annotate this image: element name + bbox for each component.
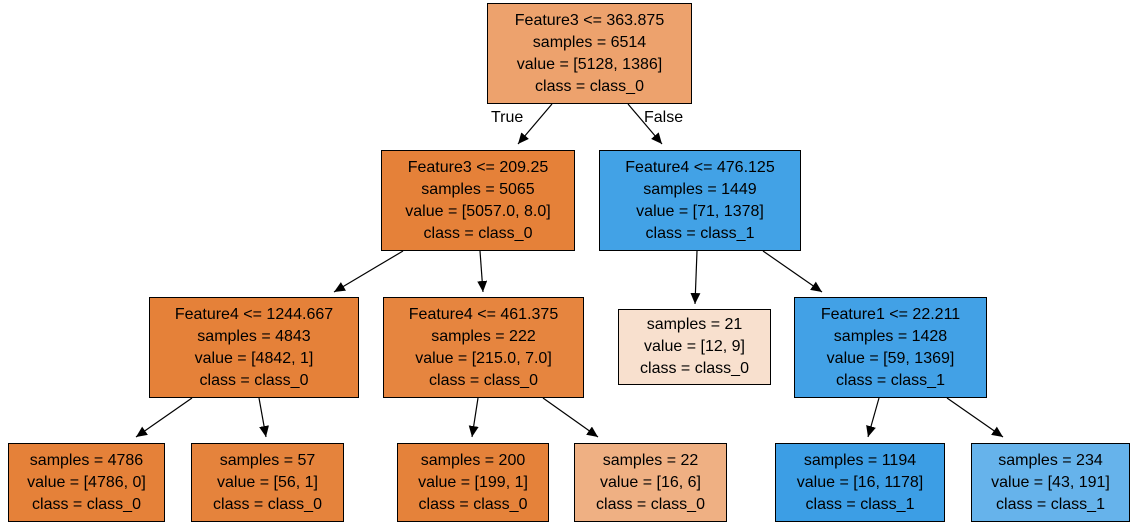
tree-edge-arrow	[690, 250, 701, 305]
node-text-line: class = class_1	[996, 495, 1105, 513]
node-text-line: samples = 1449	[643, 180, 757, 198]
node-text-line: class = class_1	[645, 224, 755, 242]
node-text-line: class = class_0	[535, 77, 644, 95]
node-text-line: class = class_0	[423, 224, 533, 242]
tree-node-feature3-split: Feature3 <= 209.25 samples = 5065 value = …	[381, 150, 575, 251]
tree-edge-arrow	[627, 103, 663, 145]
tree-leaf-node: samples = 21 value = [12, 9] class = class…	[618, 309, 771, 385]
node-text-line: value = [5057.0, 8.0]	[405, 202, 551, 220]
node-text-line: Feature3 <= 363.875	[514, 11, 665, 29]
tree-edge-arrow	[866, 397, 880, 438]
node-text-line: samples = 6514	[532, 33, 647, 51]
tree-leaf-node: samples = 234 value = [43, 191] class = cl…	[971, 443, 1130, 522]
node-text-line: value = [5128, 1386]	[516, 55, 663, 73]
node-text-line: class = class_1	[805, 495, 915, 513]
tree-edge-arrow	[946, 397, 1004, 438]
tree-edge-arrow	[517, 103, 553, 145]
tree-leaf-node: samples = 57 value = [56, 1] class = class…	[191, 443, 344, 522]
node-text-line: class = class_0	[213, 495, 322, 513]
node-text-line: class = class_0	[418, 495, 528, 513]
node-text-line: value = [199, 1]	[418, 473, 528, 491]
node-text-line: Feature4 <= 476.125	[625, 158, 775, 176]
node-text-line: Feature3 <= 209.25	[407, 158, 549, 176]
node-text-line: value = [4842, 1]	[194, 349, 314, 367]
tree-edge-arrow	[135, 397, 193, 438]
node-text-line: Feature1 <= 22.211	[820, 305, 961, 323]
node-text-line: value = [16, 6]	[600, 473, 701, 491]
node-text-line: samples = 4786	[29, 451, 144, 469]
node-text-line: class = class_0	[199, 371, 309, 389]
false-branch-label: False	[644, 109, 684, 126]
node-text-line: samples = 1428	[833, 327, 948, 345]
tree-leaf-node: samples = 22 value = [16, 6] class = class…	[574, 443, 727, 522]
node-text-line: class = class_0	[32, 495, 141, 513]
node-text-line: samples = 234	[998, 451, 1103, 469]
node-text-line: value = [56, 1]	[217, 473, 318, 491]
tree-edge-arrow	[762, 250, 823, 293]
node-text-line: class = class_0	[640, 360, 749, 377]
node-text-line: class = class_0	[596, 495, 705, 513]
tree-node-feature4-split: Feature4 <= 476.125 samples = 1449 value =…	[599, 150, 801, 251]
tree-node-root: Feature3 <= 363.875 samples = 6514 value =…	[487, 3, 692, 104]
tree-edge-arrow	[542, 397, 599, 438]
node-text-line: value = [43, 191]	[991, 473, 1110, 491]
node-text-line: value = [16, 1178]	[796, 473, 924, 491]
node-text-line: samples = 57	[219, 451, 316, 469]
node-text-line: Feature4 <= 1244.667	[174, 305, 334, 323]
node-text-line: Feature4 <= 461.375	[408, 305, 559, 323]
node-text-line: value = [12, 9]	[644, 338, 745, 355]
node-text-line: value = [71, 1378]	[636, 202, 764, 220]
node-text-line: value = [4786, 0]	[27, 473, 146, 491]
tree-node-feature4-split-mid: Feature4 <= 461.375 samples = 222 value = …	[383, 297, 584, 398]
true-branch-label: True	[491, 109, 524, 126]
node-text-line: samples = 4843	[197, 327, 311, 345]
tree-leaf-node: samples = 4786 value = [4786, 0] class = c…	[8, 443, 165, 522]
tree-node-feature1-split: Feature1 <= 22.211 samples = 1428 value = …	[794, 297, 987, 398]
node-text-line: samples = 200	[420, 451, 526, 469]
node-text-line: samples = 21	[646, 316, 743, 333]
tree-edge-arrow	[333, 250, 404, 293]
tree-edge-arrow	[477, 250, 488, 293]
node-text-line: samples = 1194	[803, 451, 917, 469]
tree-edge-arrow	[258, 397, 269, 438]
node-text-line: value = [215.0, 7.0]	[415, 349, 552, 367]
tree-edge-arrow	[468, 397, 479, 438]
tree-leaf-node: samples = 200 value = [199, 1] class = cla…	[397, 443, 549, 522]
node-text-line: class = class_0	[429, 371, 538, 389]
tree-node-feature4-split-left: Feature4 <= 1244.667 samples = 4843 value …	[149, 297, 359, 398]
node-text-line: class = class_1	[836, 371, 945, 389]
node-text-line: samples = 5065	[421, 180, 535, 198]
node-text-line: value = [59, 1369]	[826, 349, 955, 367]
tree-leaf-node: samples = 1194 value = [16, 1178] class = …	[775, 443, 945, 522]
node-text-line: samples = 222	[431, 327, 536, 345]
node-text-line: samples = 22	[602, 451, 699, 469]
